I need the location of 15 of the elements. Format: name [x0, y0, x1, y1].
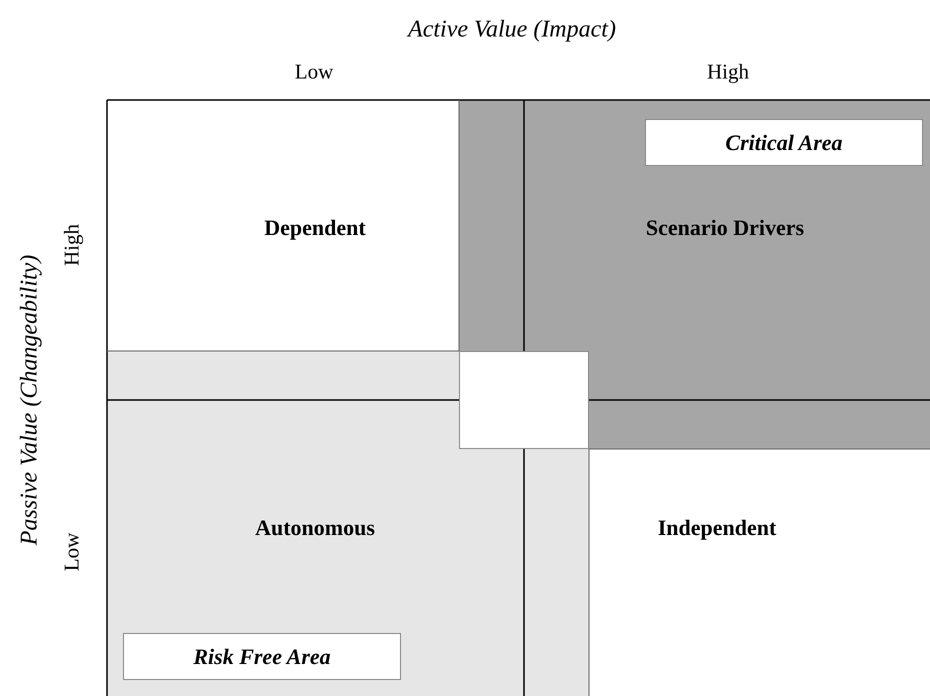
axis-title: Active Value (Impact)	[408, 16, 616, 44]
quadrant-label: Independent	[658, 515, 776, 541]
quadrant-label: Autonomous	[255, 515, 375, 541]
quadrant-label: Dependent	[264, 215, 366, 241]
area-label: Risk Free Area	[193, 644, 331, 670]
area-label-box	[123, 633, 401, 680]
axis-tick-label: High	[60, 224, 84, 266]
axis-tick-label: Low	[294, 60, 334, 84]
area-label: Critical Area	[725, 130, 843, 156]
quadrant-label: Scenario Drivers	[646, 215, 804, 241]
center-square	[459, 351, 589, 449]
axis-tick-label: Low	[60, 532, 84, 572]
area-label-box	[645, 119, 923, 166]
axis-tick-label: High	[707, 60, 749, 84]
axis-title: Passive Value (Changeability)	[16, 254, 44, 546]
